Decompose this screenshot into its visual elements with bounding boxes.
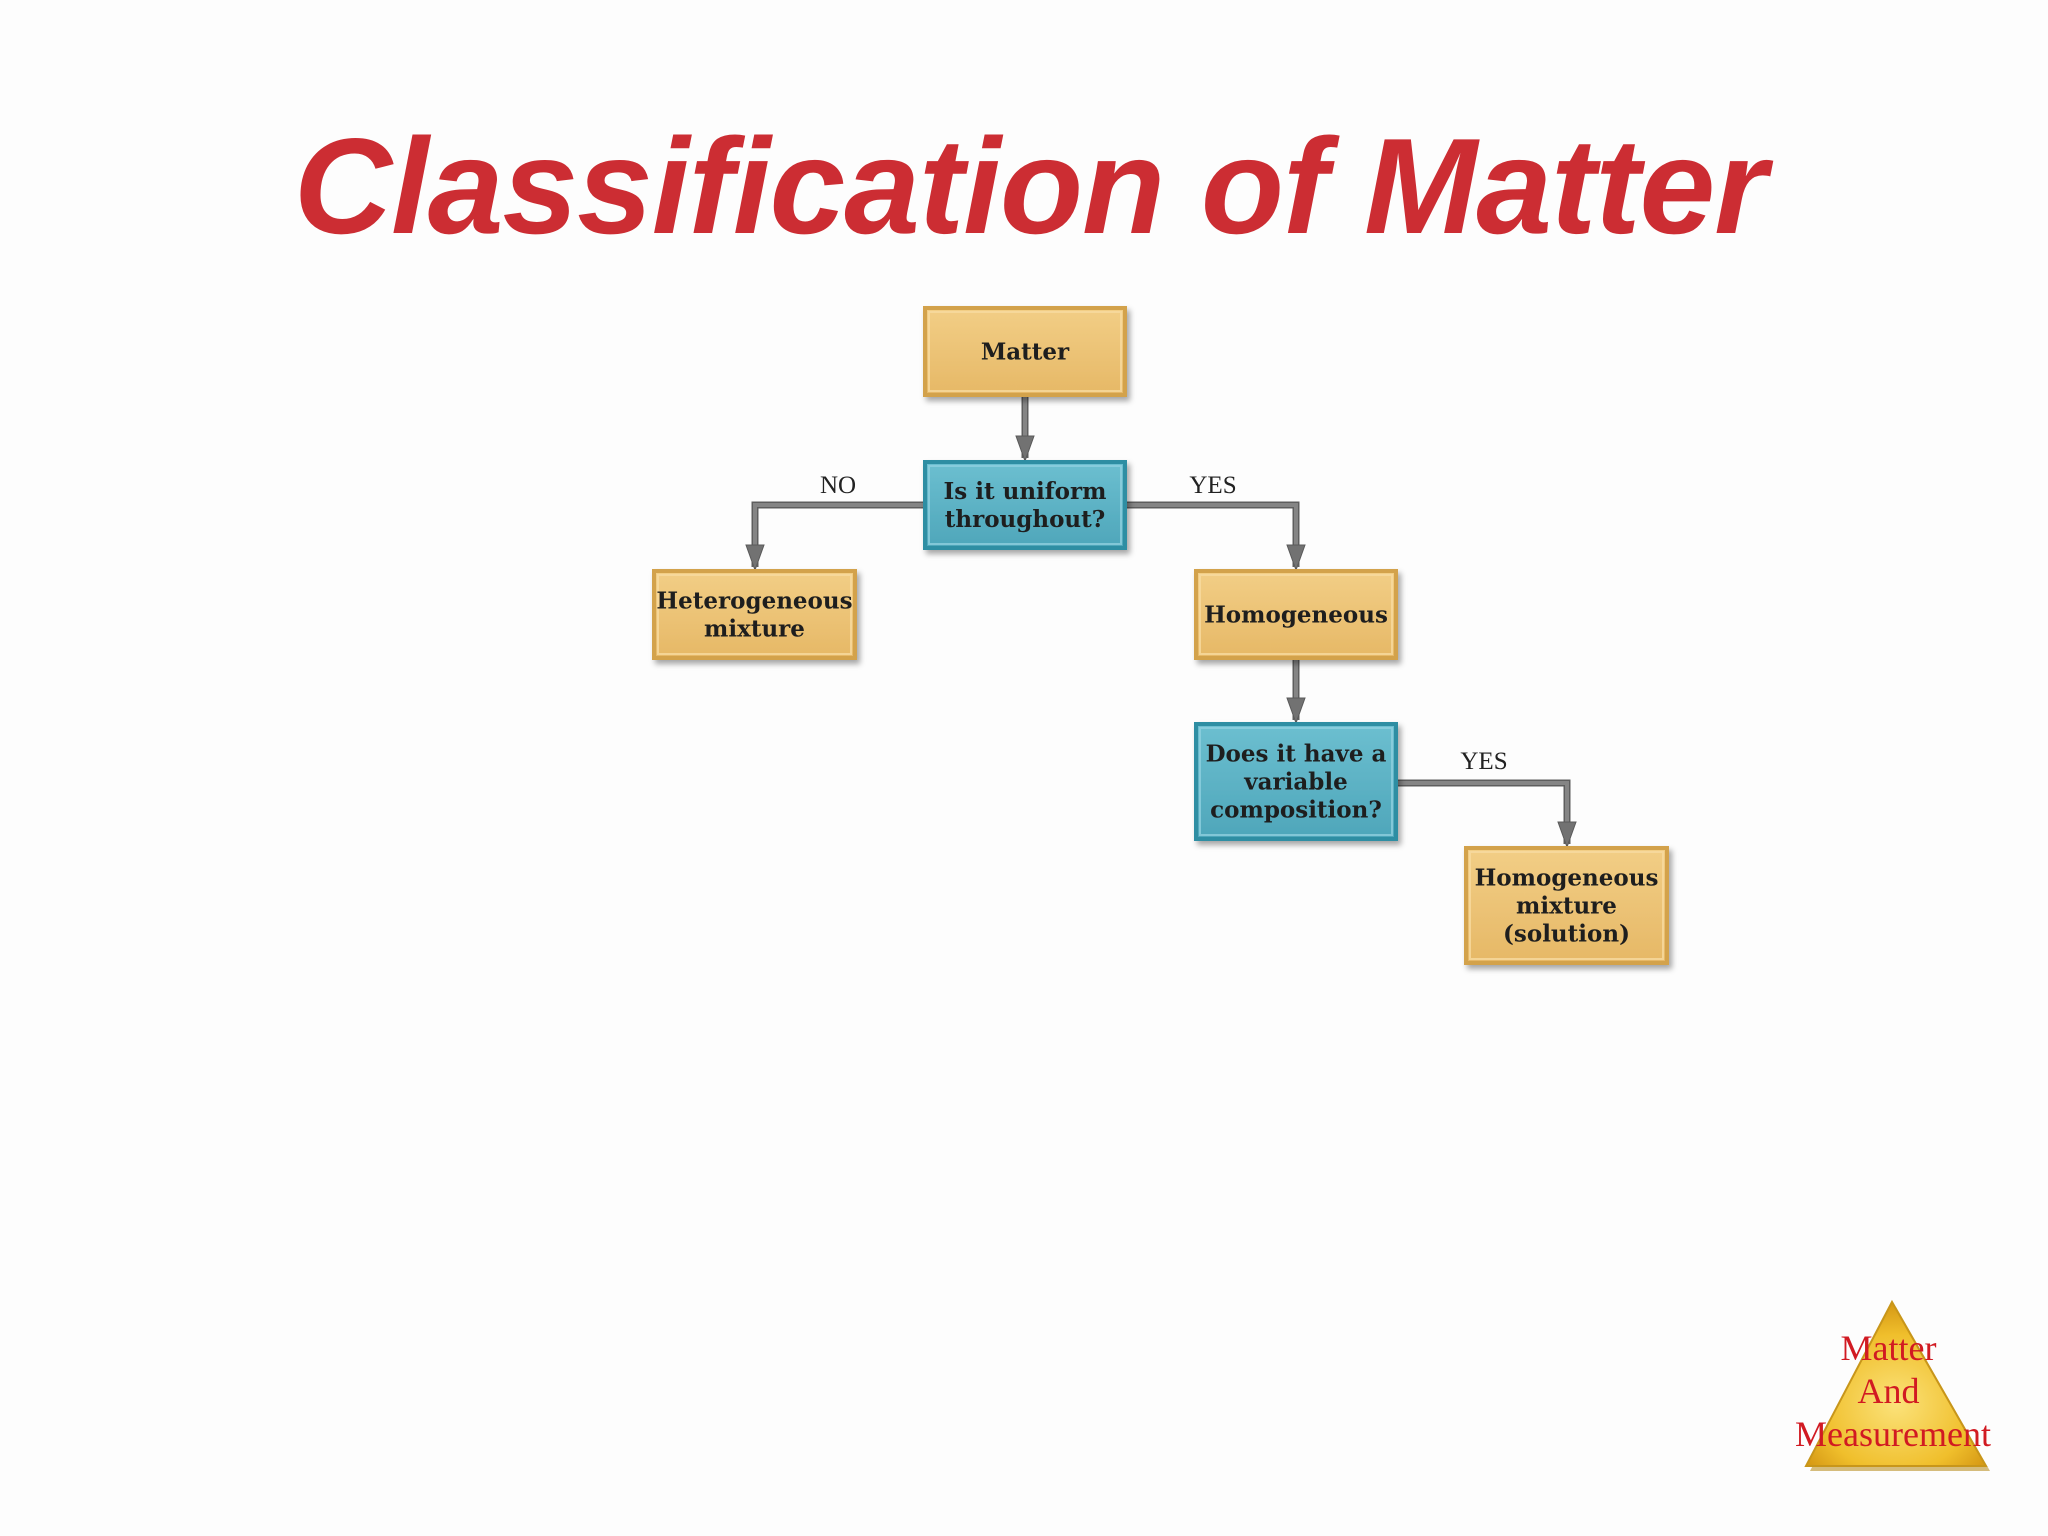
- node-label-line: throughout?: [945, 506, 1106, 533]
- slide-title: Classification of Matter: [293, 110, 1767, 262]
- node-label-line: composition?: [1210, 797, 1382, 824]
- box-bevel: [1469, 851, 1664, 960]
- matter-and-measurement-badge: Matter And Measurement: [1795, 1299, 1991, 1471]
- edge-uniform-question-to-heterogeneous: NO: [745, 472, 925, 572]
- edges-layer: NO YES YES: [745, 395, 1577, 849]
- node-label-line: mixture: [704, 616, 805, 643]
- node-label-line: Is it uniform: [944, 478, 1107, 505]
- node-homogeneous: Homogeneous: [1194, 569, 1398, 660]
- question-box: [923, 460, 1127, 550]
- category-box: [1194, 569, 1398, 660]
- box-bevel: [1199, 727, 1393, 836]
- node-label-line: mixture: [1516, 893, 1617, 920]
- edge-composition-question-to-solution: YES: [1396, 748, 1577, 849]
- arrowhead: [1286, 544, 1306, 572]
- edge-homogeneous-to-composition-question: [1286, 658, 1306, 725]
- box-bevel: [1199, 574, 1393, 655]
- badge-line: Measurement: [1795, 1414, 1991, 1454]
- category-box: [652, 569, 857, 660]
- node-label: Homogeneous: [1204, 602, 1388, 629]
- arrowhead: [1286, 697, 1306, 725]
- arrowhead: [745, 544, 765, 572]
- badge-label: Matter And Measurement: [1795, 1328, 1991, 1454]
- arrowhead: [1015, 435, 1035, 463]
- badge-triangle: [1804, 1299, 1988, 1467]
- node-label-line: Matter: [981, 339, 1070, 366]
- badge-line: Matter: [1841, 1328, 1937, 1368]
- node-label-line: Does it have a: [1206, 741, 1387, 768]
- edge-label: NO: [820, 472, 856, 499]
- edge-uniform-question-to-homogeneous: YES: [1125, 472, 1306, 572]
- edge-matter-to-uniform-question: [1015, 395, 1035, 463]
- question-box: [1194, 722, 1398, 841]
- arrowhead: [1557, 821, 1577, 849]
- category-box: [923, 306, 1127, 397]
- category-box: [1464, 846, 1669, 965]
- node-matter: Matter: [923, 306, 1127, 397]
- connector-line-outline: [1396, 779, 1571, 844]
- connector-line: [1125, 503, 1298, 567]
- box-bevel: [657, 574, 852, 655]
- connector-line: [1396, 781, 1569, 844]
- node-label-line: Heterogeneous: [656, 588, 852, 615]
- badge-line: And: [1858, 1371, 1920, 1411]
- box-bevel: [928, 465, 1122, 545]
- edge-label: YES: [1189, 472, 1236, 499]
- node-label-line: variable: [1243, 769, 1347, 796]
- connector-line-outline: [751, 501, 925, 567]
- node-label-line: Homogeneous: [1475, 865, 1659, 892]
- edge-label: YES: [1460, 748, 1507, 775]
- node-label-line: (solution): [1503, 921, 1630, 948]
- box-bevel: [928, 311, 1122, 392]
- connector-line: [753, 503, 925, 567]
- connector-line-outline: [1125, 501, 1300, 567]
- node-label-line: Homogeneous: [1204, 602, 1388, 629]
- node-label: Matter: [981, 339, 1070, 366]
